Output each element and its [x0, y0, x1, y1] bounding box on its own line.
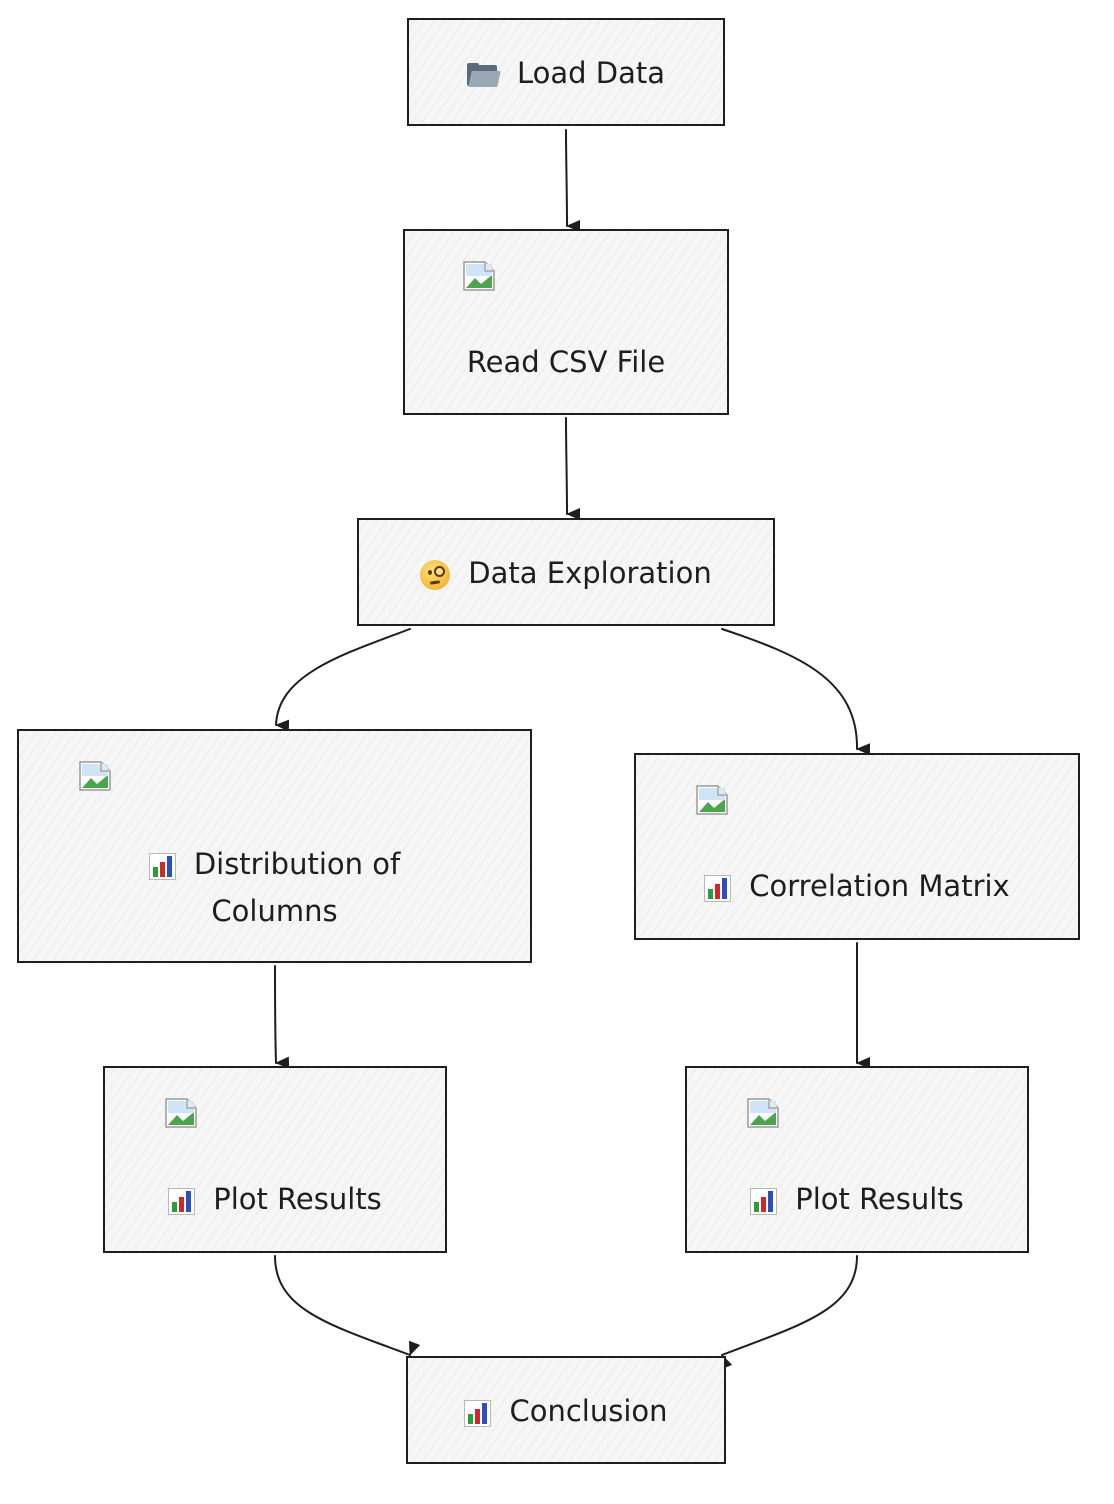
- node-data-exploration-label: Data Exploration: [468, 556, 712, 590]
- edge-distribution-to-plot-left: [274, 965, 290, 1069]
- node-load-data[interactable]: Load Data: [407, 18, 725, 126]
- node-read-csv-label: Read CSV File: [466, 345, 666, 379]
- node-read-csv[interactable]: Read CSV File: [403, 229, 729, 415]
- node-plot-results-right-label: Plot Results: [795, 1182, 964, 1216]
- edge-data-exploration-to-correlation: [721, 628, 871, 756]
- broken-image-icon: [696, 785, 728, 815]
- bar-chart-icon: [168, 1187, 196, 1215]
- broken-image-icon: [165, 1098, 197, 1128]
- edge-plot-right-to-conclusion: [721, 1255, 858, 1370]
- edge-data-exploration-to-distribution: [275, 628, 411, 732]
- bar-chart-icon: [704, 874, 732, 902]
- edge-plot-left-to-conclusion: [274, 1255, 421, 1356]
- node-correlation[interactable]: Correlation Matrix: [634, 753, 1080, 940]
- bar-chart-icon: [750, 1187, 778, 1215]
- node-correlation-label: Correlation Matrix: [749, 869, 1010, 903]
- edge-read-csv-to-data-exploration: [565, 417, 581, 520]
- broken-image-icon: [463, 261, 495, 291]
- node-plot-results-left[interactable]: Plot Results: [103, 1066, 447, 1253]
- broken-image-icon: [747, 1098, 779, 1128]
- node-plot-results-right[interactable]: Plot Results: [685, 1066, 1029, 1253]
- bar-chart-icon: [148, 852, 176, 880]
- node-distribution[interactable]: Distribution of Columns: [17, 729, 532, 963]
- node-conclusion[interactable]: Conclusion: [406, 1356, 726, 1464]
- node-distribution-label: Distribution of Columns: [193, 847, 401, 928]
- bar-chart-icon: [464, 1399, 492, 1427]
- folder-icon: [466, 63, 501, 87]
- node-load-data-label: Load Data: [516, 56, 666, 90]
- node-data-exploration[interactable]: Data Exploration: [357, 518, 775, 626]
- monocle-face-icon: [420, 560, 451, 590]
- edge-load-data-to-read-csv: [565, 129, 581, 232]
- node-plot-results-left-label: Plot Results: [213, 1182, 382, 1216]
- broken-image-icon: [79, 761, 111, 791]
- node-conclusion-label: Conclusion: [509, 1394, 668, 1428]
